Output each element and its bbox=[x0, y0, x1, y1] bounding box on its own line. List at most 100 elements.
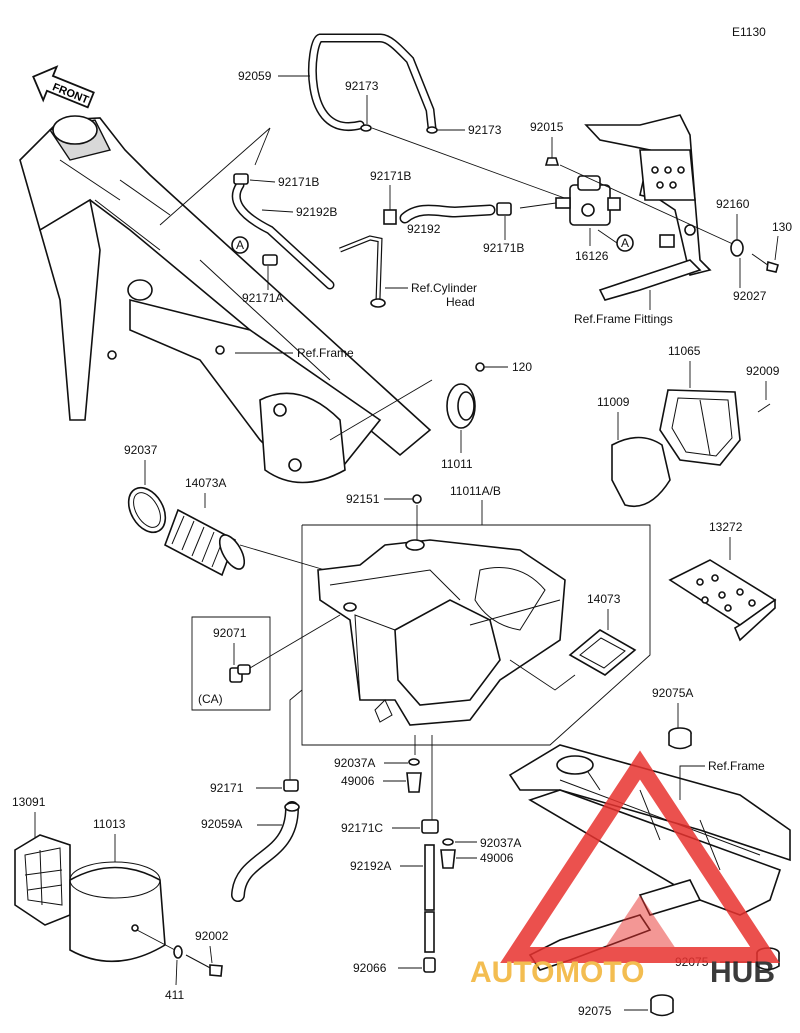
hose-92059A bbox=[231, 801, 300, 902]
plug-49006-a bbox=[406, 772, 422, 793]
ca-box bbox=[191, 616, 271, 711]
bolt-92151 bbox=[412, 494, 422, 504]
tube-92192A bbox=[424, 844, 435, 953]
watermark-auto: AUTO bbox=[470, 956, 554, 989]
frame bbox=[19, 115, 432, 484]
cylinder-head-pipe bbox=[339, 209, 397, 308]
label-11065: 11065 bbox=[668, 344, 701, 358]
label-ca: (CA) bbox=[198, 692, 223, 706]
label-130: 130 bbox=[772, 220, 792, 234]
fitting-92071 bbox=[229, 664, 251, 683]
screw-92009 bbox=[757, 403, 771, 413]
label-92192: 92192 bbox=[407, 222, 441, 236]
clip-92171B-a bbox=[233, 173, 249, 185]
label-92002: 92002 bbox=[195, 929, 229, 943]
label-13091: 13091 bbox=[12, 795, 46, 809]
ref-cylinder-line1: Ref.Cylinder bbox=[411, 281, 477, 295]
bolt-130 bbox=[751, 253, 779, 273]
air-filter-11013 bbox=[69, 861, 166, 963]
label-92160: 92160 bbox=[716, 197, 750, 211]
band-92037 bbox=[127, 486, 167, 534]
watermark-logo: AUTO MOTO HUB bbox=[470, 750, 780, 989]
nut-92015 bbox=[544, 157, 560, 166]
label-92192A: 92192A bbox=[350, 859, 391, 873]
label-92075-b: 92075 bbox=[578, 1004, 612, 1018]
circle-a-left: A bbox=[236, 238, 244, 252]
cover-11065 bbox=[659, 389, 741, 466]
label-92171B-a: 92171B bbox=[278, 175, 319, 189]
label-92171B-b: 92171B bbox=[370, 169, 411, 183]
ref-frame-fittings-label: Ref.Frame Fittings bbox=[574, 312, 673, 326]
label-92037A-b: 92037A bbox=[480, 836, 521, 850]
housing-11011 bbox=[317, 539, 566, 726]
clip-92171C bbox=[421, 819, 439, 834]
label-92173-b: 92173 bbox=[468, 123, 502, 137]
duct-14073A bbox=[164, 508, 246, 577]
clip-92037A-a bbox=[408, 758, 420, 766]
bolt-92002 bbox=[173, 945, 223, 977]
group-bracket-11011AB bbox=[301, 524, 651, 746]
label-49006-b: 49006 bbox=[480, 851, 514, 865]
label-11009: 11009 bbox=[597, 395, 630, 409]
label-92027: 92027 bbox=[733, 289, 767, 303]
collar-92075A bbox=[668, 727, 692, 750]
label-92151: 92151 bbox=[346, 492, 380, 506]
hose-92192B bbox=[231, 173, 335, 290]
label-92173-a: 92173 bbox=[345, 79, 379, 93]
collar-92075-b bbox=[650, 994, 674, 1017]
screw-120 bbox=[475, 362, 485, 372]
label-92075A: 92075A bbox=[652, 686, 693, 700]
label-92171B-c: 92171B bbox=[483, 241, 524, 255]
label-92171: 92171 bbox=[210, 781, 244, 795]
ref-frame-label-2: Ref.Frame bbox=[708, 759, 765, 773]
mesh-13091 bbox=[14, 834, 71, 926]
label-11013: 11013 bbox=[93, 817, 126, 831]
label-92066: 92066 bbox=[353, 961, 387, 975]
diagram-code: E1130 bbox=[732, 25, 766, 39]
label-92037: 92037 bbox=[124, 443, 158, 457]
label-11011: 11011 bbox=[441, 457, 473, 471]
hose-92059 bbox=[307, 33, 437, 133]
grommet-11011 bbox=[446, 383, 476, 429]
label-92059A: 92059A bbox=[201, 817, 242, 831]
watermark-hub: HUB bbox=[710, 956, 775, 989]
label-49006-a: 49006 bbox=[341, 774, 375, 788]
ref-circle-a-left bbox=[231, 236, 249, 254]
label-92015: 92015 bbox=[530, 120, 564, 134]
circle-a-right: A bbox=[621, 236, 629, 250]
label-92192B: 92192B bbox=[296, 205, 337, 219]
plug-92066 bbox=[423, 957, 436, 973]
label-92037A-a: 92037A bbox=[334, 756, 375, 770]
clip-92171 bbox=[283, 779, 299, 792]
clip-92171B-c bbox=[496, 202, 512, 216]
label-92071: 92071 bbox=[213, 626, 247, 640]
clip-92173-b bbox=[426, 126, 438, 134]
hose-92192 bbox=[399, 202, 512, 224]
clip-92171B-b bbox=[383, 209, 397, 225]
plate-13272 bbox=[668, 559, 777, 642]
label-16126: 16126 bbox=[575, 249, 609, 263]
label-11011AB: 11011A/B bbox=[450, 484, 501, 498]
plug-49006-b bbox=[440, 849, 456, 869]
pad-14073 bbox=[568, 629, 637, 676]
label-13272: 13272 bbox=[709, 520, 743, 534]
label-92171C: 92171C bbox=[341, 821, 383, 835]
front-arrow: FRONT bbox=[32, 65, 95, 109]
label-411: 411 bbox=[165, 988, 184, 1002]
gasket-11009 bbox=[611, 436, 671, 507]
label-14073A: 14073A bbox=[185, 476, 226, 490]
valve-16126 bbox=[555, 175, 621, 226]
label-92171A: 92171A bbox=[242, 291, 283, 305]
grommet-92160 bbox=[730, 239, 744, 257]
watermark-moto: MOTO bbox=[555, 956, 644, 989]
ref-frame-label: Ref.Frame bbox=[297, 346, 354, 360]
clip-92171A bbox=[262, 254, 278, 266]
label-120: 120 bbox=[512, 360, 532, 374]
bracket-frame-fittings bbox=[584, 114, 712, 301]
label-92009: 92009 bbox=[746, 364, 780, 378]
clip-92037A-b bbox=[442, 838, 454, 846]
label-92059: 92059 bbox=[238, 69, 272, 83]
clip-92173-a bbox=[360, 124, 372, 132]
